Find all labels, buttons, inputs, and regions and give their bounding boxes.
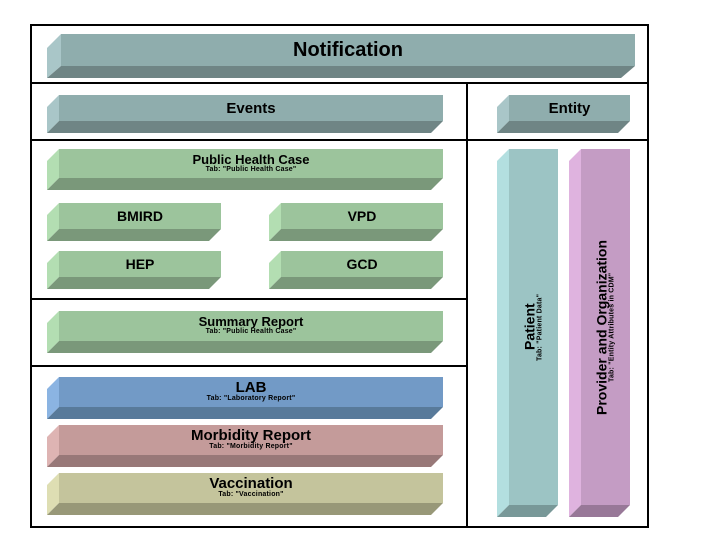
box-bottom-face — [47, 277, 221, 289]
box-front-face — [59, 377, 443, 407]
gcd-box[interactable]: GCD — [269, 251, 443, 289]
box-shape — [47, 425, 443, 467]
diagram-frame — [30, 24, 649, 528]
morbidity-report-title: Morbidity Report — [191, 427, 311, 445]
summary-report-title: Summary Report — [198, 314, 304, 330]
box-front-face — [59, 311, 443, 341]
lab-tab: Tab: "Laboratory Report" — [206, 395, 296, 403]
box-shape — [47, 377, 443, 419]
box-shape — [569, 149, 630, 517]
box-bottom-face — [47, 229, 221, 241]
vaccination-box[interactable]: Vaccination Tab: "Vaccination" — [47, 473, 443, 515]
lab-title: LAB — [235, 379, 267, 397]
events-box[interactable]: Events — [47, 95, 443, 133]
public-health-case-box[interactable]: Public Health Case Tab: "Public Health C… — [47, 149, 443, 190]
box-front-face — [59, 473, 443, 503]
vpd-title: VPD — [347, 208, 377, 224]
patient-title: Patient — [521, 303, 538, 351]
box-side-face — [47, 425, 59, 467]
box-side-face — [47, 95, 59, 133]
box-shape — [47, 473, 443, 515]
box-front-face — [509, 95, 630, 121]
divider-events-header — [30, 139, 649, 141]
divider-notification — [30, 82, 649, 84]
box-shape — [47, 251, 221, 289]
provider-organization-title: Provider and Organization — [593, 239, 610, 415]
entity-title: Entity — [548, 99, 591, 117]
box-side-face — [47, 251, 59, 289]
box-bottom-face — [269, 277, 443, 289]
box-side-face — [47, 473, 59, 515]
box-side-face — [497, 149, 509, 517]
box-bottom-face — [47, 503, 443, 515]
box-bottom-face — [47, 341, 443, 353]
vpd-box[interactable]: VPD — [269, 203, 443, 241]
entity-box[interactable]: Entity — [497, 95, 630, 133]
box-side-face — [269, 203, 281, 241]
box-front-face — [61, 34, 635, 66]
events-title: Events — [226, 99, 276, 117]
box-bottom-face — [47, 407, 443, 419]
box-shape — [497, 95, 630, 133]
public-health-case-title: Public Health Case — [192, 151, 310, 167]
box-front-face — [59, 251, 221, 277]
box-front-face — [581, 149, 630, 505]
gcd-title: GCD — [346, 256, 378, 272]
patient-box[interactable]: Patient Tab: "Patient Data" — [497, 149, 558, 517]
morbidity-report-box[interactable]: Morbidity Report Tab: "Morbidity Report" — [47, 425, 443, 467]
box-front-face — [281, 251, 443, 277]
provider-organization-tab: Tab: "Entity Attributes in CDM" — [608, 272, 616, 382]
box-front-face — [59, 95, 443, 121]
box-bottom-face — [269, 229, 443, 241]
box-side-face — [47, 149, 59, 190]
divider-phc-group — [30, 298, 468, 300]
box-side-face — [269, 251, 281, 289]
box-shape — [47, 95, 443, 133]
box-bottom-face — [569, 505, 630, 517]
hep-title: HEP — [125, 256, 155, 272]
vaccination-tab: Tab: "Vaccination" — [218, 491, 284, 499]
public-health-case-tab: Tab: "Public Health Case" — [205, 165, 297, 173]
notification-title: Notification — [293, 39, 403, 61]
morbidity-report-tab: Tab: "Morbidity Report" — [209, 443, 293, 451]
box-side-face — [47, 34, 61, 78]
box-side-face — [47, 377, 59, 419]
box-shape — [47, 34, 635, 78]
box-bottom-face — [47, 455, 443, 467]
box-shape — [497, 149, 558, 517]
box-bottom-face — [47, 178, 443, 190]
box-side-face — [47, 203, 59, 241]
provider-organization-box[interactable]: Provider and Organization Tab: "Entity A… — [569, 149, 630, 517]
box-shape — [269, 251, 443, 289]
divider-summary — [30, 365, 468, 367]
box-shape — [269, 203, 443, 241]
box-bottom-face — [47, 121, 443, 133]
patient-tab: Tab: "Patient Data" — [536, 293, 544, 361]
lab-box[interactable]: LAB Tab: "Laboratory Report" — [47, 377, 443, 419]
box-side-face — [47, 311, 59, 353]
box-front-face — [509, 149, 558, 505]
box-front-face — [281, 203, 443, 229]
bmird-title: BMIRD — [117, 208, 163, 224]
vaccination-title: Vaccination — [209, 475, 293, 493]
summary-report-tab: Tab: "Public Health Case" — [205, 328, 297, 336]
box-side-face — [497, 95, 509, 133]
notification-box[interactable]: Notification — [47, 34, 635, 78]
box-bottom-face — [497, 505, 558, 517]
box-shape — [47, 311, 443, 353]
box-front-face — [59, 149, 443, 178]
box-front-face — [59, 203, 221, 229]
box-bottom-face — [497, 121, 630, 133]
box-front-face — [59, 425, 443, 455]
box-bottom-face — [47, 66, 635, 78]
box-side-face — [569, 149, 581, 517]
hep-box[interactable]: HEP — [47, 251, 221, 289]
divider-events-entity — [466, 82, 468, 526]
box-shape — [47, 203, 221, 241]
summary-report-box[interactable]: Summary Report Tab: "Public Health Case" — [47, 311, 443, 353]
box-shape — [47, 149, 443, 190]
bmird-box[interactable]: BMIRD — [47, 203, 221, 241]
